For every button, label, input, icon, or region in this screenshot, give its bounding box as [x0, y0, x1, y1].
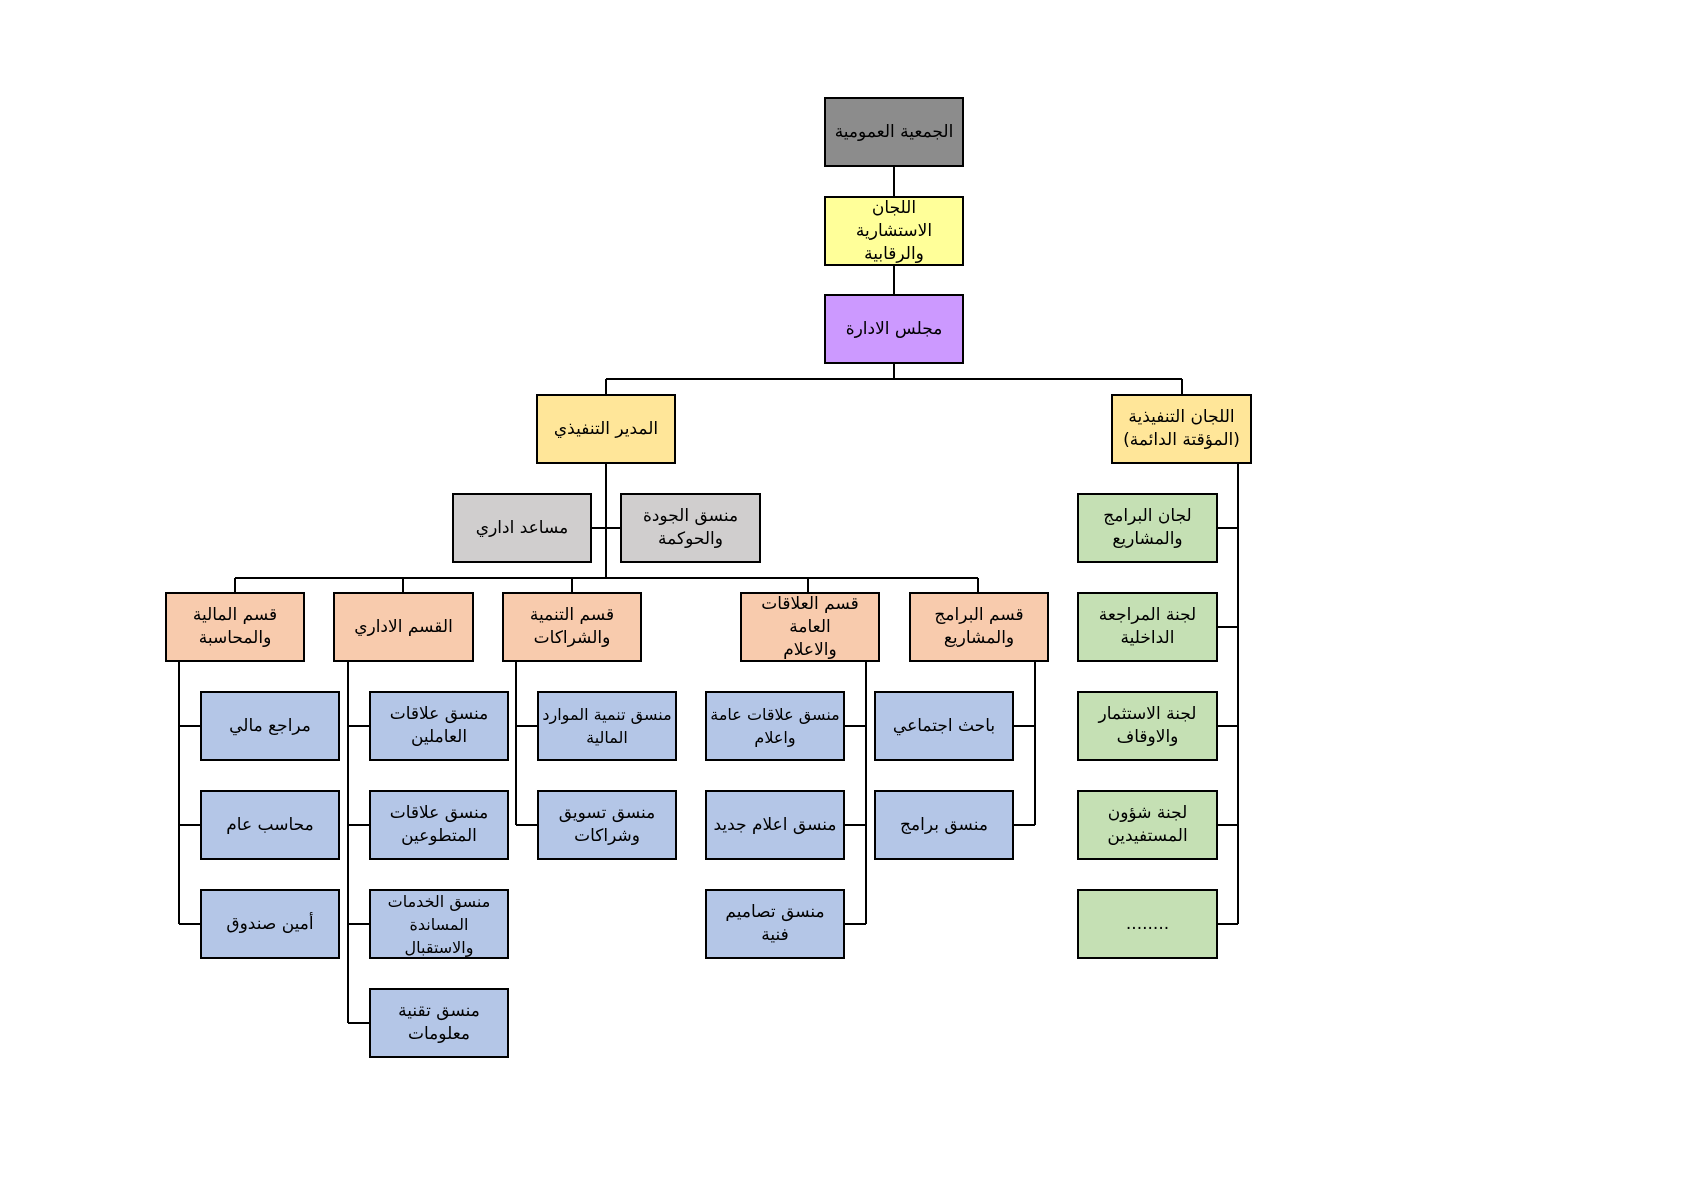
fin-treasurer-label: أمين صندوق [226, 913, 314, 934]
quality-coordinator-box: منسق الجودة والحوكمة [620, 493, 761, 563]
executive-director-label: المدير التنفيذي [553, 418, 659, 439]
dept-programs-label: قسم البرامج والمشاريع [934, 605, 1024, 648]
dev-resources-label: منسق تنمية الموارد المالية [542, 705, 672, 747]
pr-coordinator-label: منسق علاقات عامة واعلام [710, 705, 840, 747]
dev-marketing-box: منسق تسويق وشراكات [537, 790, 677, 860]
cmt-beneficiaries-label: لجنة شؤون المستفيدين [1107, 803, 1188, 846]
dept-finance-label: قسم المالية والمحاسبة [192, 605, 278, 648]
adm-support-label: منسق الخدمات المساندة والاستقبال [387, 891, 491, 957]
cmt-investment-box: لجنة الاستثمار والاوقاف [1077, 691, 1218, 761]
dev-marketing-label: منسق تسويق وشراكات [558, 803, 656, 846]
pr-design-label: منسق تصاميم فنية [725, 902, 825, 945]
dept-pr-box: قسم العلاقات العامة والاعلام [740, 592, 880, 662]
advisory-committees-box: اللجان الاستشارية والرقابية [824, 196, 964, 266]
dept-admin-box: القسم الاداري [333, 592, 474, 662]
cmt-investment-label: لجنة الاستثمار والاوقاف [1098, 704, 1197, 747]
dept-finance-box: قسم المالية والمحاسبة [165, 592, 305, 662]
cmt-more-label: ........ [1125, 913, 1170, 934]
cmt-programs-box: لجان البرامج والمشاريع [1077, 493, 1218, 563]
board-label: مجلس الادارة [845, 318, 943, 339]
executive-director-box: المدير التنفيذي [536, 394, 676, 464]
cmt-audit-label: لجنة المراجعة الداخلية [1098, 605, 1197, 648]
cmt-more-box: ........ [1077, 889, 1218, 959]
adm-volunteers-label: منسق علاقات المتطوعين [389, 803, 489, 846]
executive-committees-box: اللجان التنفيذية (المؤقتة الدائمة) [1111, 394, 1252, 464]
general-assembly-label: الجمعية العمومية [834, 121, 954, 142]
dept-admin-label: القسم الاداري [354, 616, 453, 637]
fin-treasurer-box: أمين صندوق [200, 889, 340, 959]
cmt-programs-label: لجان البرامج والمشاريع [1103, 506, 1192, 549]
fin-auditor-box: مراجع مالي [200, 691, 340, 761]
admin-assistant-box: مساعد اداري [452, 493, 592, 563]
adm-volunteers-box: منسق علاقات المتطوعين [369, 790, 509, 860]
prg-coordinator-box: منسق برامج [874, 790, 1014, 860]
adm-employees-label: منسق علاقات العاملين [389, 704, 489, 747]
pr-new-media-box: منسق اعلام جديد [705, 790, 845, 860]
prg-researcher-box: باحث اجتماعي [874, 691, 1014, 761]
pr-new-media-label: منسق اعلام جديد [713, 814, 837, 835]
board-box: مجلس الادارة [824, 294, 964, 364]
admin-assistant-label: مساعد اداري [475, 517, 569, 538]
advisory-committees-label: اللجان الاستشارية والرقابية [855, 197, 933, 264]
fin-accountant-label: محاسب عام [226, 814, 314, 835]
prg-coordinator-label: منسق برامج [900, 814, 988, 835]
adm-support-box: منسق الخدمات المساندة والاستقبال [369, 889, 509, 959]
dept-programs-box: قسم البرامج والمشاريع [909, 592, 1049, 662]
pr-coordinator-box: منسق علاقات عامة واعلام [705, 691, 845, 761]
cmt-beneficiaries-box: لجنة شؤون المستفيدين [1077, 790, 1218, 860]
dept-pr-label: قسم العلاقات العامة والاعلام [761, 593, 859, 660]
prg-researcher-label: باحث اجتماعي [892, 715, 996, 736]
adm-employees-box: منسق علاقات العاملين [369, 691, 509, 761]
fin-auditor-label: مراجع مالي [229, 715, 311, 736]
dev-resources-box: منسق تنمية الموارد المالية [537, 691, 677, 761]
general-assembly-box: الجمعية العمومية [824, 97, 964, 167]
executive-committees-label: اللجان التنفيذية (المؤقتة الدائمة) [1123, 407, 1240, 450]
cmt-audit-box: لجنة المراجعة الداخلية [1077, 592, 1218, 662]
fin-accountant-box: محاسب عام [200, 790, 340, 860]
pr-design-box: منسق تصاميم فنية [705, 889, 845, 959]
dept-development-label: قسم التنمية والشراكات [529, 605, 615, 648]
dept-development-box: قسم التنمية والشراكات [502, 592, 642, 662]
adm-it-label: منسق تقنية معلومات [398, 1001, 480, 1044]
quality-coordinator-label: منسق الجودة والحوكمة [642, 506, 739, 549]
adm-it-box: منسق تقنية معلومات [369, 988, 509, 1058]
